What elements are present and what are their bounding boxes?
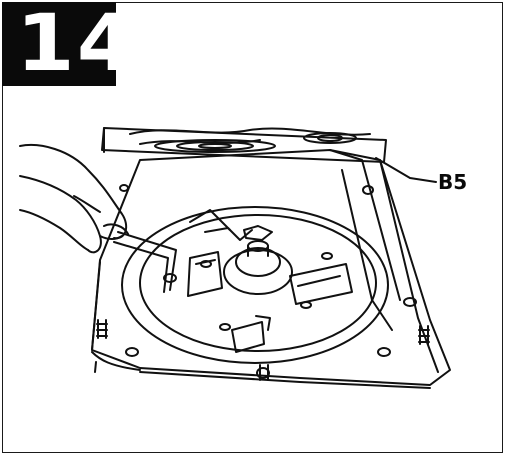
center-hub [223, 225, 293, 295]
threaded-studs [96, 319, 430, 381]
hand [19, 144, 129, 254]
wood-block [101, 127, 387, 163]
blade-bottom [231, 315, 271, 353]
part-label-b5: B5 [438, 170, 467, 194]
screw-holes [119, 184, 417, 379]
blade-right [289, 263, 353, 305]
step-number-badge: 14 [2, 2, 135, 86]
callout-leader-b5 [375, 157, 437, 183]
blade-left [187, 251, 223, 297]
base-edge [91, 351, 141, 371]
cutter-disc [121, 206, 389, 364]
base-plate [91, 149, 451, 389]
step-number: 14 [16, 0, 138, 89]
allen-key [113, 231, 177, 293]
